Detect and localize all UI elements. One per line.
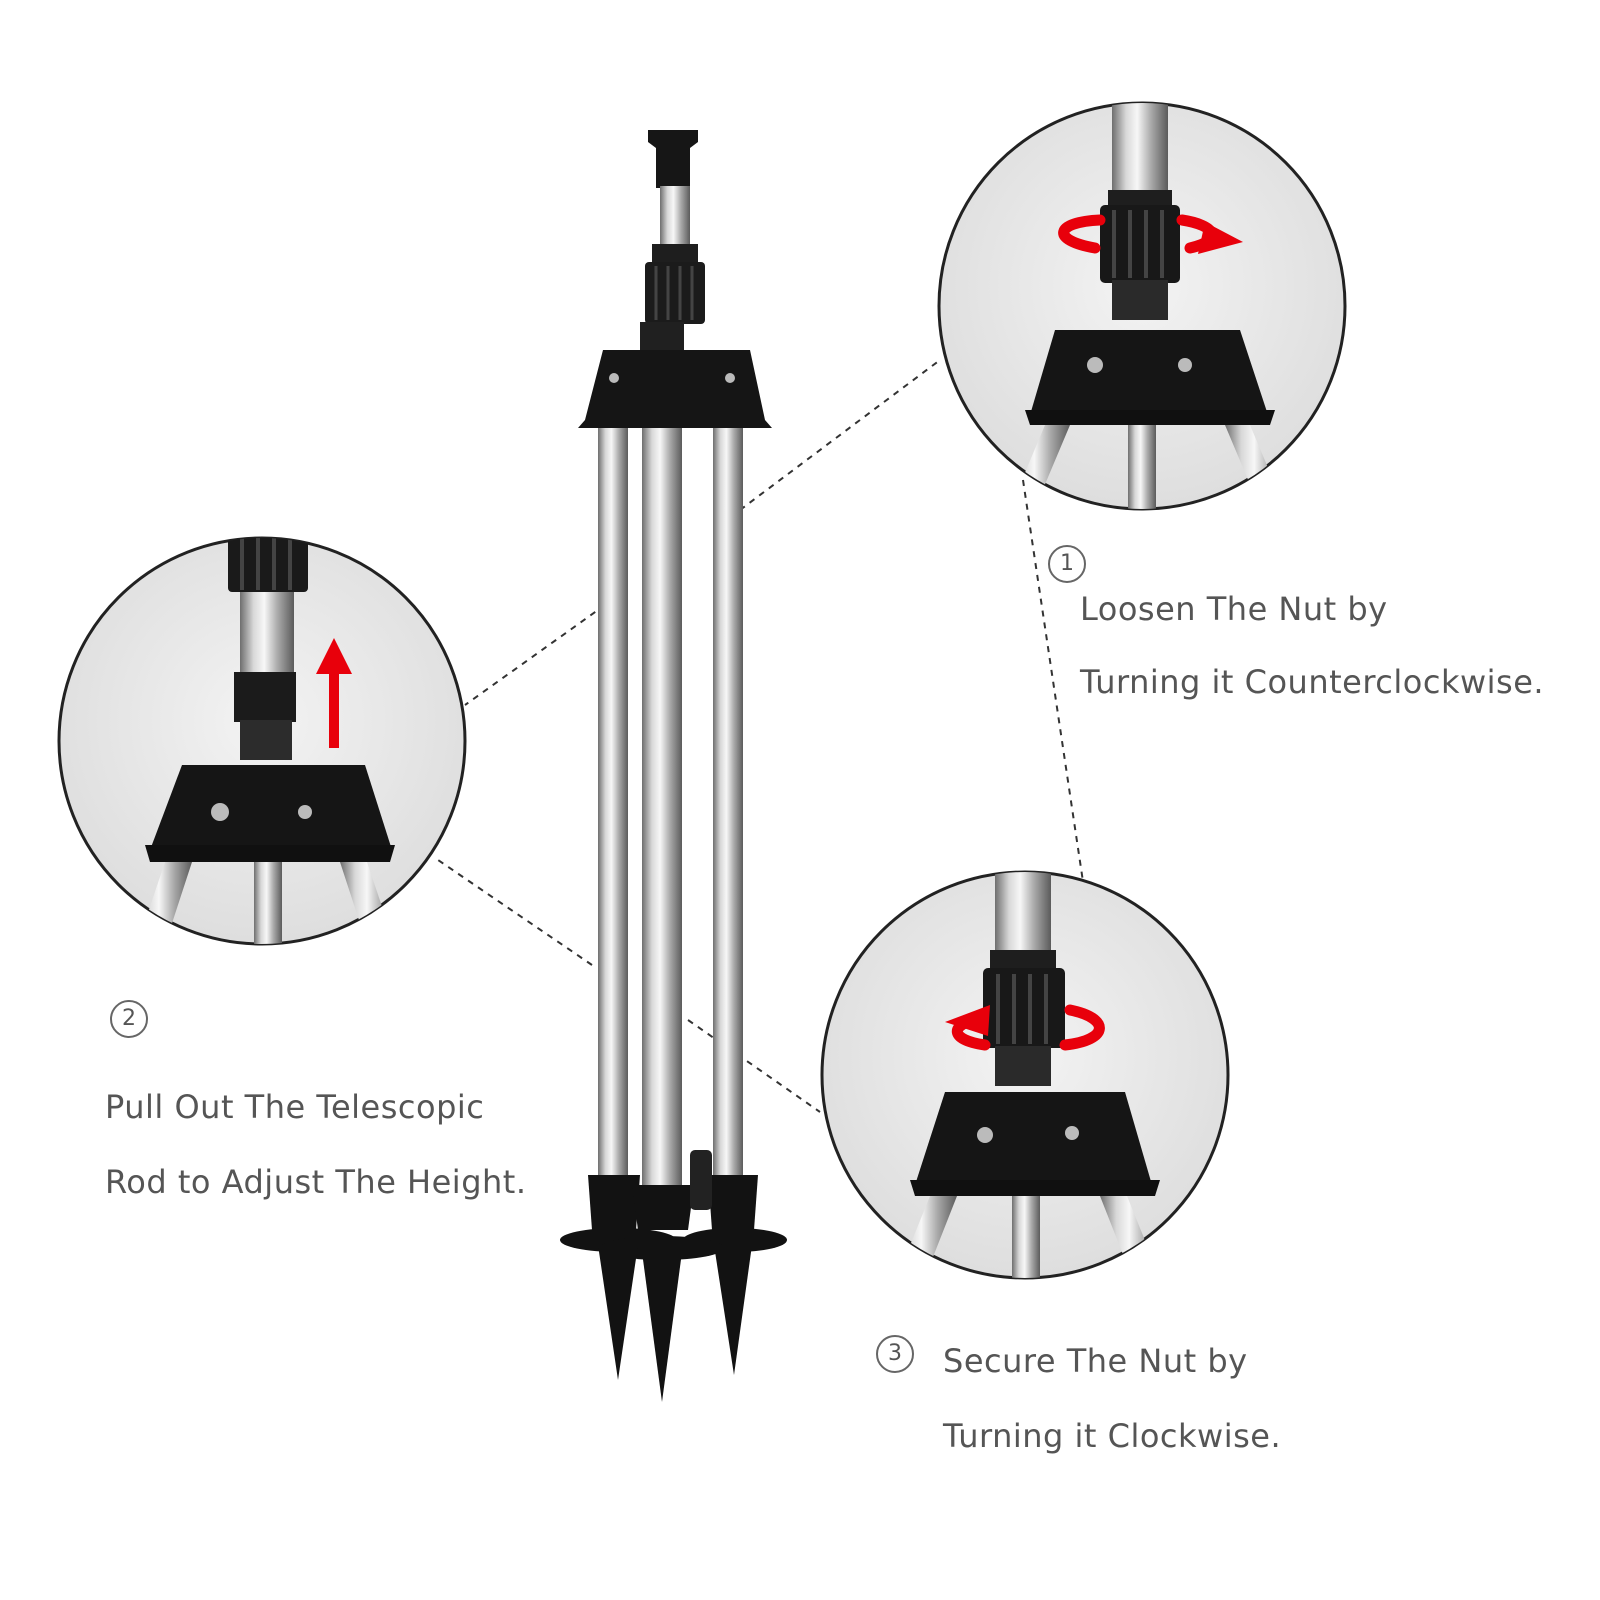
tripod-feet — [560, 1150, 787, 1402]
connector-bottom-to-circle3 — [687, 1019, 821, 1113]
step3-line1: Secure The Nut by — [943, 1342, 1248, 1380]
clockwise-rotate-arrow-icon — [945, 1004, 1105, 1051]
connector-top-to-circle1 — [739, 359, 941, 511]
tripod-stand — [560, 130, 787, 1402]
step1-number-badge: 1 — [1048, 545, 1086, 583]
telescopic-rod — [660, 186, 690, 246]
step2-number-badge: 2 — [110, 1000, 148, 1038]
tripod-top-bracket — [578, 350, 772, 428]
detail-circle-step2 — [57, 536, 467, 946]
step1-line2: Turning it Counterclockwise. — [1080, 663, 1545, 701]
connector-mid-to-circle2 — [464, 604, 606, 706]
telescopic-collar — [652, 244, 698, 266]
connector-mid-to-circle2-lower — [437, 859, 593, 966]
step2-line2: Rod to Adjust The Height. — [105, 1163, 527, 1201]
connector-lines — [437, 359, 1086, 1113]
up-arrow-icon — [316, 638, 352, 748]
step3-line2: Turning it Clockwise. — [943, 1417, 1282, 1455]
tripod-top-cap — [648, 130, 698, 188]
tripod-leg-center — [642, 390, 682, 1205]
step1-line1: Loosen The Nut by — [1080, 590, 1388, 628]
tripod-leg-left — [598, 420, 628, 1195]
connector-circle1-to-circle3 — [1022, 479, 1086, 896]
step3-number-badge: 3 — [876, 1335, 914, 1373]
step2-line1: Pull Out The Telescopic — [105, 1088, 485, 1126]
tripod-nut — [645, 262, 705, 324]
counterclockwise-rotate-arrow-icon — [1058, 214, 1243, 254]
detail-circle-step3 — [820, 870, 1230, 1280]
detail-circle-step1 — [937, 101, 1347, 511]
tripod-leg-right — [713, 420, 743, 1195]
nut-ridges — [654, 266, 694, 320]
